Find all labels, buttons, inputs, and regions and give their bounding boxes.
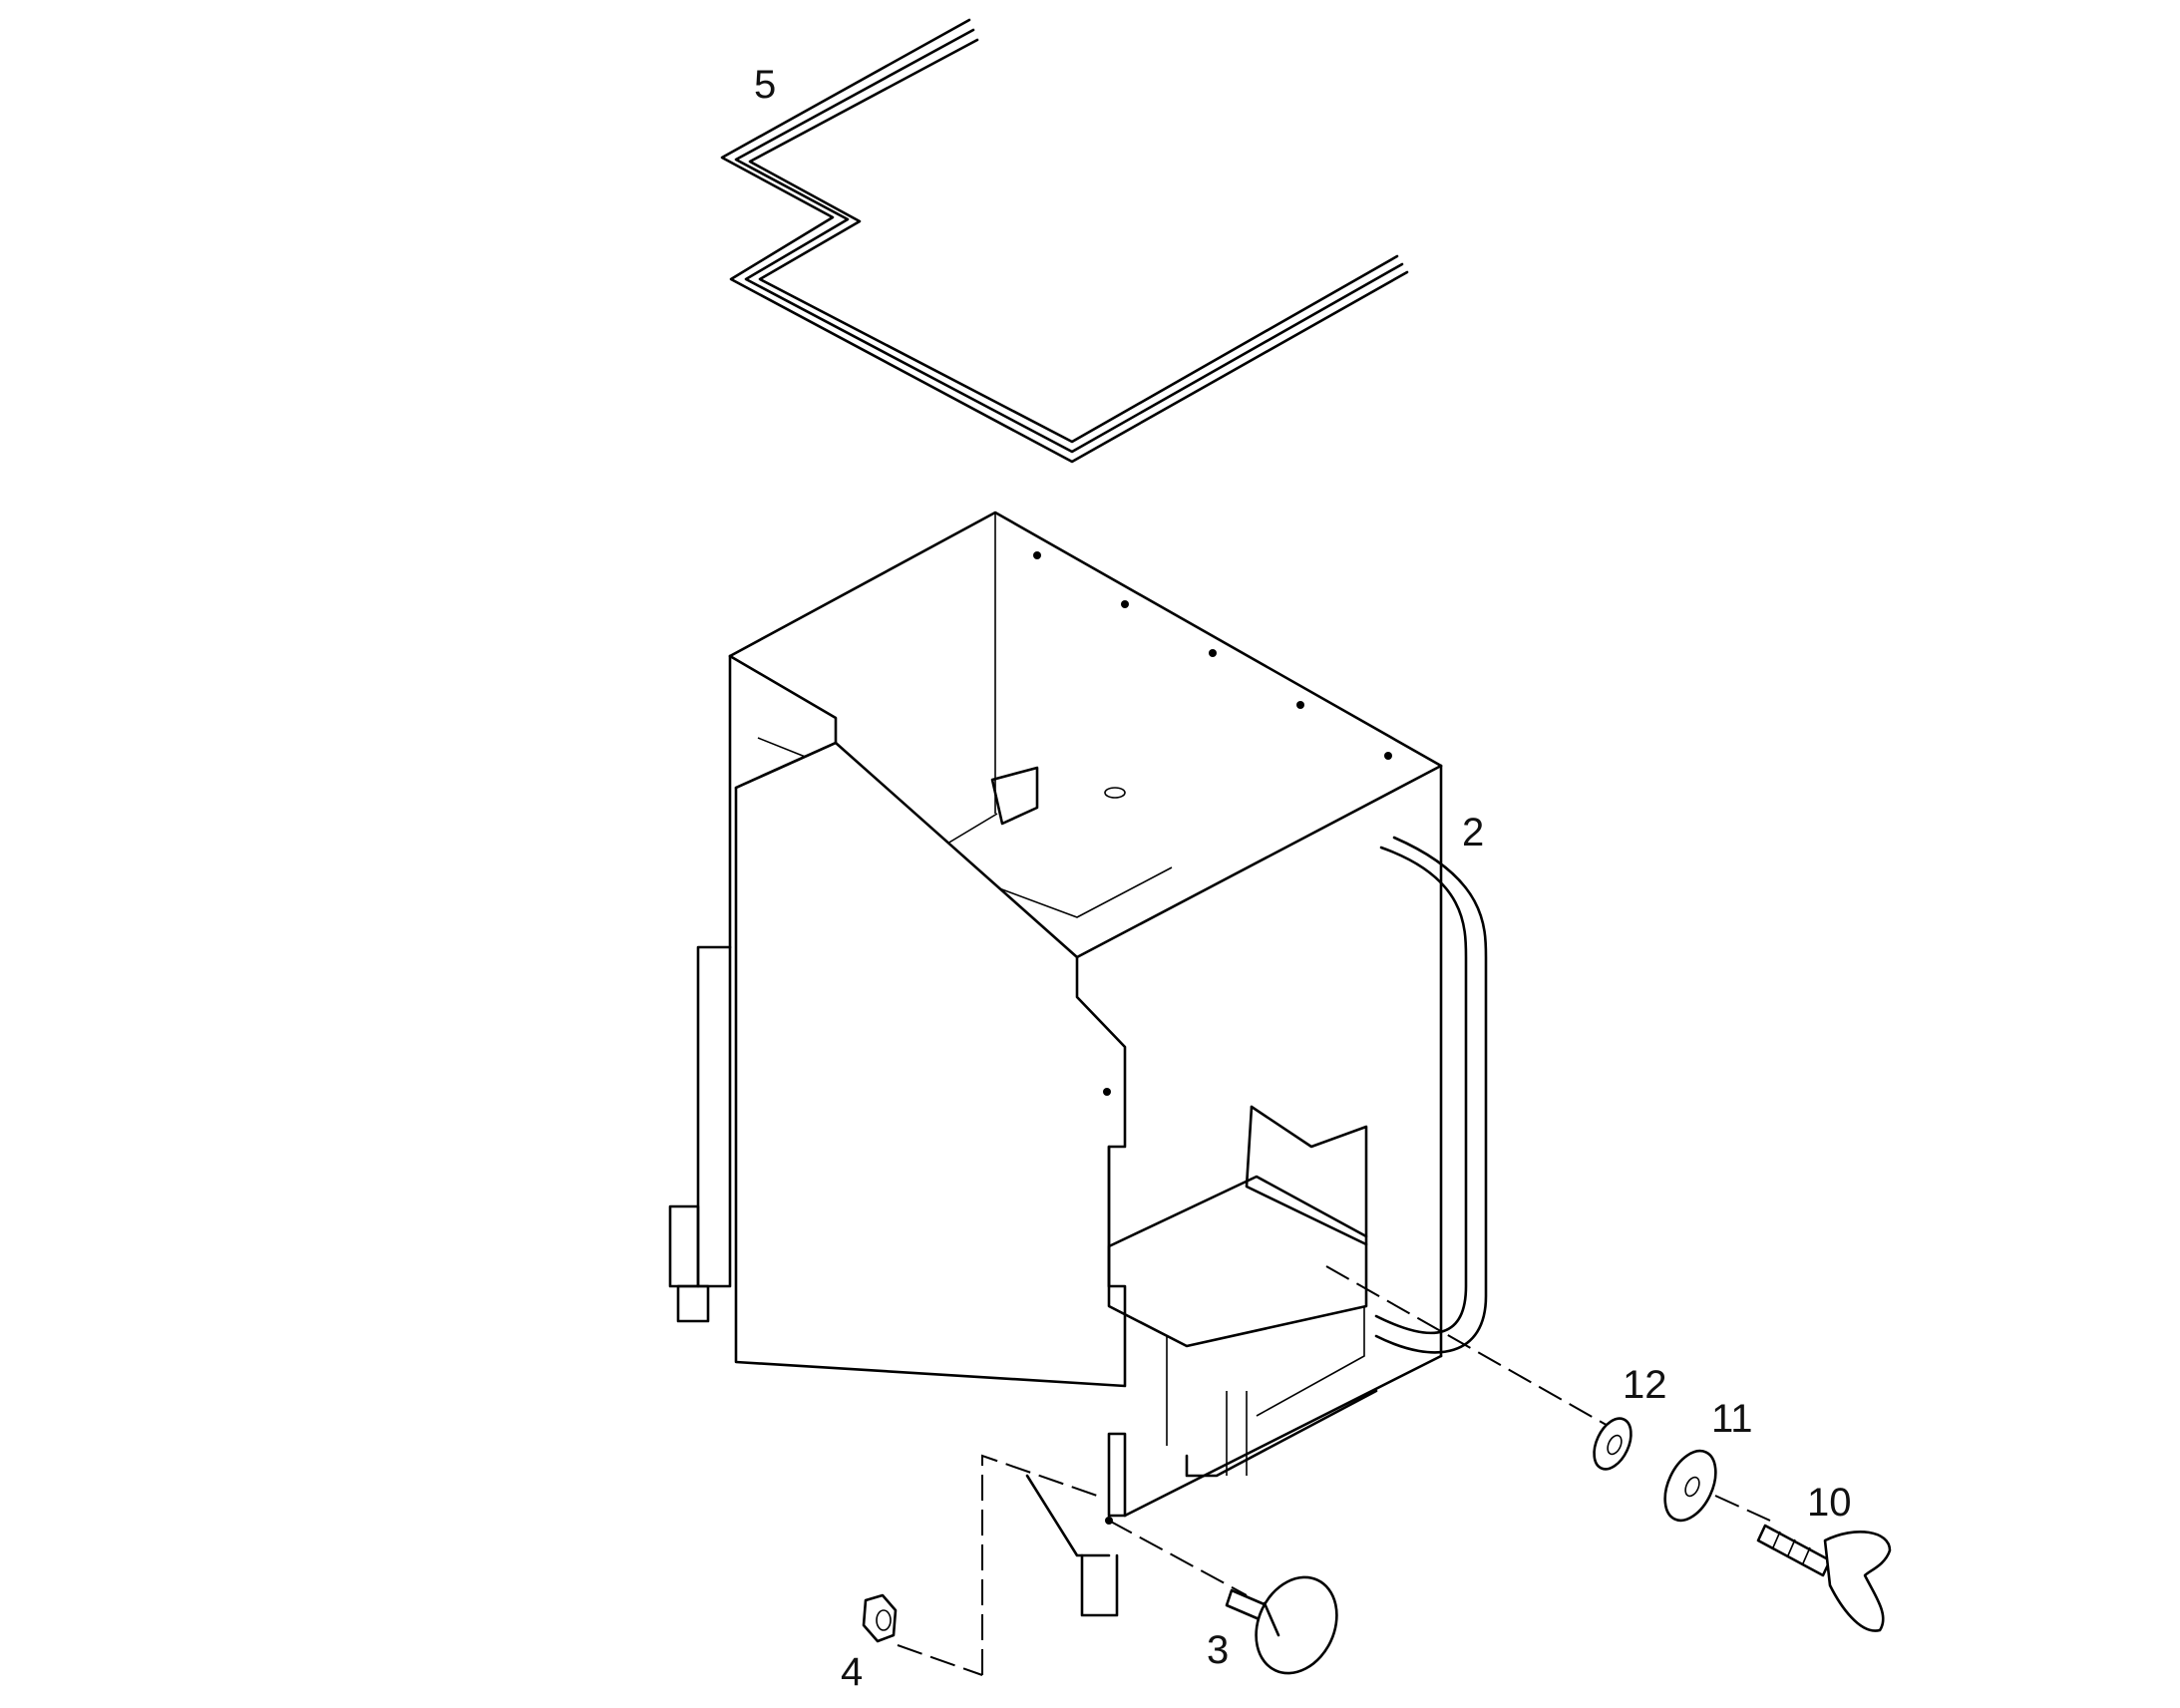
callout-12: 12 [1623,1363,1667,1407]
callout-4: 4 [841,1650,863,1694]
small-washer-part [1593,1417,1633,1471]
mount-hole [1296,701,1304,709]
mount-hole [1103,1088,1111,1096]
mount-hole [1384,752,1392,760]
callout-5: 5 [754,63,776,107]
mount-hole [1033,551,1041,559]
mount-hole [1209,649,1217,657]
callout-11: 11 [1711,1397,1753,1441]
callout-10: 10 [1807,1481,1852,1525]
wing-screw-part [1756,1524,1892,1632]
hex-nut-part [862,1593,898,1643]
mount-hole [1121,600,1129,608]
callout-2: 2 [1462,811,1484,854]
housing-part [668,511,1488,1617]
assembly-lines [897,1265,1627,1676]
thumb-screw-part [1225,1575,1338,1675]
seal-strip-part [720,18,1409,464]
callout-3: 3 [1207,1628,1229,1672]
large-washer-part [1663,1449,1717,1523]
